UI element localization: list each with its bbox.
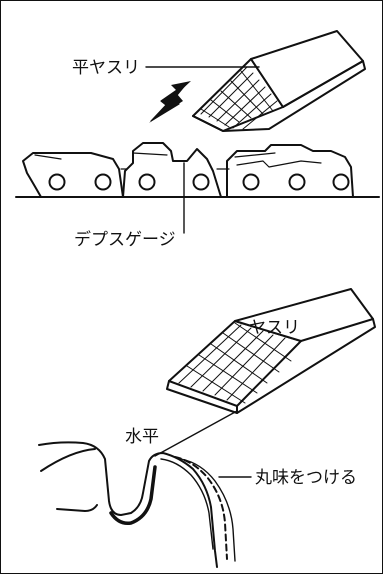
bottom-file bbox=[166, 288, 376, 414]
horizontal-pointer bbox=[154, 410, 238, 457]
direction-arrow bbox=[149, 81, 191, 123]
bottom-file-crosshatch bbox=[178, 322, 292, 404]
saw-chain bbox=[15, 142, 380, 198]
rounding-label: 丸味をつける bbox=[255, 468, 357, 488]
flat-file-label: 平ヤスリ bbox=[72, 58, 140, 78]
flat-file bbox=[192, 30, 366, 132]
cutter-tooth bbox=[38, 441, 236, 568]
bottom-diagram bbox=[38, 288, 376, 568]
top-diagram bbox=[15, 30, 380, 234]
depth-gauge-label: デプスゲージ bbox=[74, 229, 176, 250]
file-crosshatch bbox=[200, 66, 278, 130]
bottom-file-label: ヤスリ bbox=[249, 318, 300, 338]
horizontal-label: 水平 bbox=[125, 427, 159, 447]
